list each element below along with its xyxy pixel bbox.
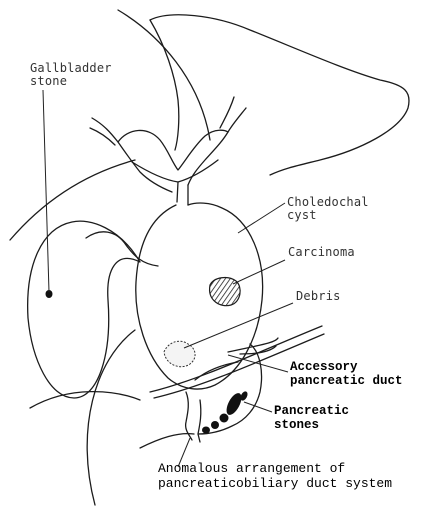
hepatic-duct-left <box>92 118 172 192</box>
hepatic-duct-left-tip <box>90 128 115 145</box>
hepatic-bulge-lower <box>132 160 218 182</box>
leader-debris <box>184 303 293 348</box>
label-anomalous-arrangement: Anomalous arrangement of pancreaticobili… <box>158 461 392 491</box>
hepatic-duct-right-tip <box>220 97 234 128</box>
leader-pancreatic-stones <box>244 402 272 412</box>
liver-outline <box>150 15 409 175</box>
common-hepatic-duct <box>177 182 188 205</box>
anomalous-channel <box>198 400 201 442</box>
label-choledochal-cyst: Choledochal cyst <box>287 196 369 222</box>
pancreatic-stone <box>211 421 219 429</box>
label-pancreatic-stones: Pancreatic stones <box>274 404 349 432</box>
stomach-curve <box>118 10 210 140</box>
label-accessory-pancreatic-duct: Accessory pancreatic duct <box>290 360 403 388</box>
pancreas-outline-right <box>198 344 262 434</box>
leader-carcinoma <box>233 260 285 284</box>
leader-choledochal-cyst <box>238 203 285 233</box>
left-lower-curve <box>30 392 140 408</box>
label-debris: Debris <box>296 290 341 303</box>
pancreatic-stone <box>220 414 229 423</box>
cystic-duct <box>86 232 158 266</box>
distal-bile-duct <box>186 392 192 440</box>
liver-inner-fold <box>150 20 179 150</box>
label-gallbladder-stone: Gallbladder stone <box>30 62 112 88</box>
bottom-left-curve <box>87 330 135 505</box>
pancreas-outline-left <box>140 434 194 448</box>
label-carcinoma: Carcinoma <box>288 246 355 259</box>
carcinoma-mass <box>210 278 241 306</box>
leader-gallbladder-stone <box>43 90 49 292</box>
accessory-duct <box>195 362 238 380</box>
pancreatic-stone <box>202 427 210 434</box>
choledochal-cyst <box>136 203 263 389</box>
gallbladder <box>28 221 140 398</box>
left-background-curve <box>10 160 135 240</box>
pancreatic-stones <box>202 390 249 433</box>
